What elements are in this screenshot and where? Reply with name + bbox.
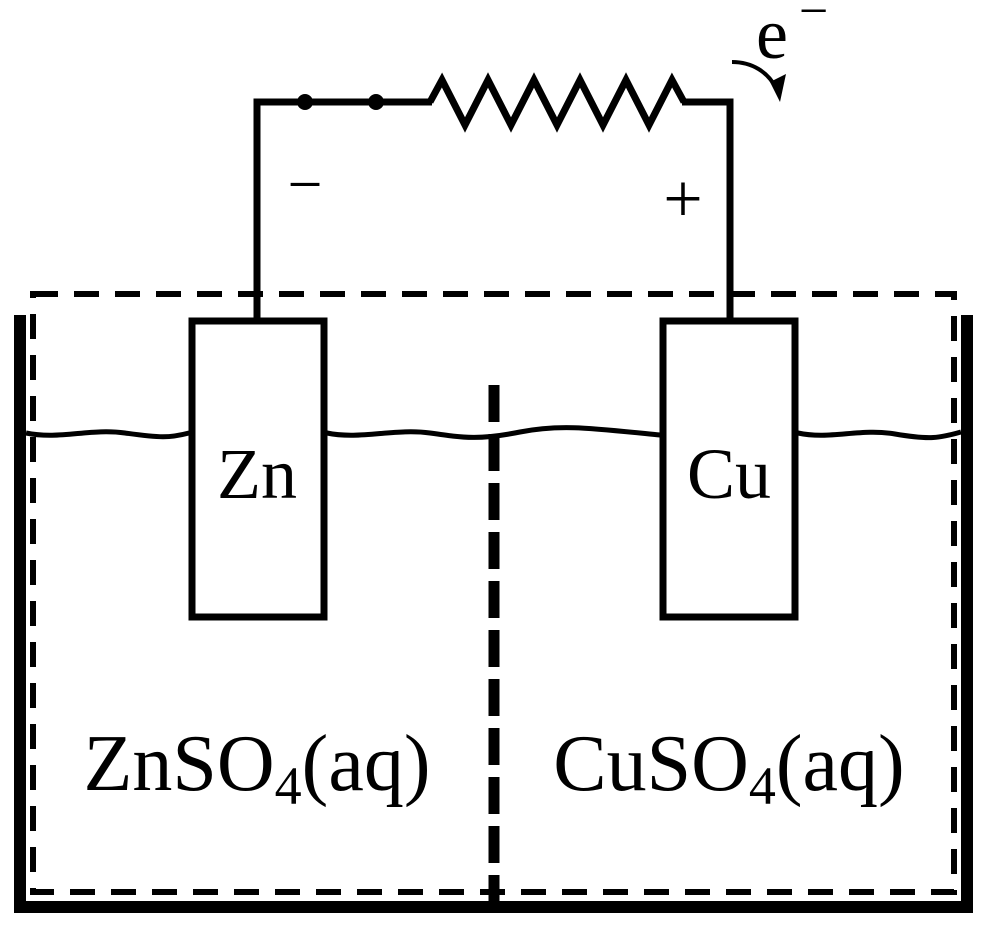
negative-terminal-sign: − [288,151,323,219]
right-solution-prefix: CuSO [553,720,749,808]
zn-electrode: Zn [188,317,328,621]
cu-electrode-label: Cu [687,434,771,514]
zn-electrode-label: Zn [217,434,297,514]
cu-electrode: Cu [659,317,799,621]
wire-right [682,98,734,318]
liquid-surface-right [797,429,962,441]
cu-electrode-plate [659,317,799,621]
beaker [14,315,973,913]
beaker-bottom [14,901,973,913]
switch-terminal-dot-1 [297,94,313,110]
right-solution-suffix: (aq) [776,720,905,808]
liquid-surface-middle [326,425,661,440]
switch-terminal-dot-2 [368,94,384,110]
beaker-right-wall [961,315,973,913]
electron-flow-arrowhead-icon [770,74,786,102]
positive-terminal-sign: + [663,161,702,238]
left-solution-prefix: ZnSO [84,720,275,808]
electron-charge: − [799,0,828,40]
resistor [426,72,688,133]
right-solution-label: CuSO4(aq) [553,720,904,816]
left-solution-label: ZnSO4(aq) [84,720,431,816]
wire-left [253,98,432,318]
beaker-left-wall [14,315,26,913]
electron-symbol: e [756,0,788,74]
external-circuit [253,72,734,318]
liquid-surface-left [25,429,190,440]
left-solution-subscript: 4 [275,756,302,816]
electron-flow-indicator: e − [731,0,828,102]
right-solution-subscript: 4 [749,756,776,816]
left-solution-suffix: (aq) [302,720,431,808]
